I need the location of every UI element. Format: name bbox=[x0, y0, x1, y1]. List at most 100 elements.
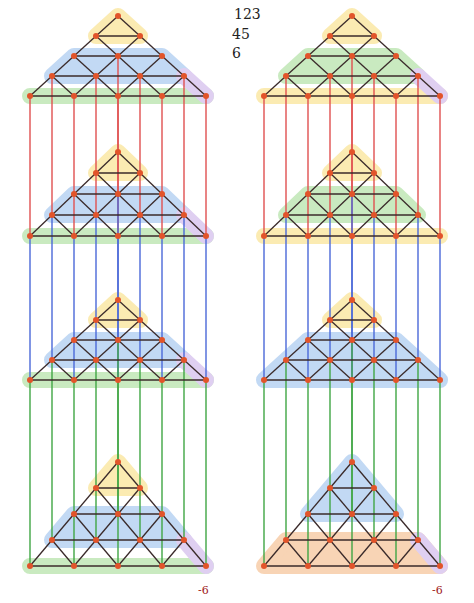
grid-line bbox=[264, 540, 286, 566]
lattice-dot bbox=[137, 33, 143, 39]
vertical-link bbox=[117, 194, 118, 340]
grid-line bbox=[264, 360, 286, 380]
grid-line bbox=[118, 56, 140, 76]
grid-line bbox=[352, 300, 374, 320]
grid-line bbox=[74, 360, 96, 380]
grid-line bbox=[308, 360, 330, 380]
grid-line bbox=[352, 513, 396, 514]
lattice-dot bbox=[71, 337, 77, 343]
lattice-dot bbox=[261, 233, 267, 239]
grid-line bbox=[374, 539, 418, 540]
grid-line bbox=[96, 56, 118, 76]
grid-line bbox=[52, 514, 74, 540]
grid-line bbox=[286, 215, 308, 236]
vertical-link bbox=[373, 360, 374, 540]
lattice-dot bbox=[27, 93, 33, 99]
grid-line bbox=[264, 215, 286, 236]
grid-line bbox=[374, 214, 418, 215]
lattice-dot bbox=[393, 233, 399, 239]
lattice-dot bbox=[93, 33, 99, 39]
grid-line bbox=[118, 194, 140, 215]
lattice-dot bbox=[393, 53, 399, 59]
grid-line bbox=[352, 320, 374, 340]
lattice-dot bbox=[93, 212, 99, 218]
vertical-link bbox=[351, 194, 352, 340]
grid-line bbox=[96, 360, 118, 380]
lattice-dot bbox=[159, 93, 165, 99]
grid-line bbox=[308, 340, 330, 360]
grid-line bbox=[286, 540, 308, 566]
lattice-dot bbox=[349, 511, 355, 517]
lattice-dot bbox=[137, 537, 143, 543]
grid-line bbox=[118, 76, 140, 96]
grid-line bbox=[330, 360, 352, 380]
lattice-dot bbox=[371, 485, 377, 491]
grid-line bbox=[52, 539, 96, 540]
grid-line bbox=[118, 514, 140, 540]
grid-line bbox=[396, 215, 418, 236]
lattice-dot bbox=[283, 212, 289, 218]
vertical-link bbox=[307, 236, 308, 380]
grid-line bbox=[140, 514, 162, 540]
grid-line bbox=[308, 36, 330, 56]
vertical-link bbox=[285, 76, 286, 215]
lattice-dot bbox=[437, 233, 443, 239]
lattice-dot bbox=[349, 563, 355, 569]
grid-line bbox=[330, 56, 352, 76]
grid-line bbox=[330, 152, 352, 173]
lattice-dot bbox=[415, 357, 421, 363]
highlight-region bbox=[184, 360, 206, 380]
handwritten-note: 45 bbox=[230, 26, 252, 42]
grid-line bbox=[162, 76, 184, 96]
grid-line bbox=[96, 359, 140, 360]
grid-line bbox=[162, 514, 184, 540]
highlight-region bbox=[418, 76, 440, 96]
grid-line bbox=[330, 514, 352, 540]
lattice-dot bbox=[137, 212, 143, 218]
grid-line bbox=[396, 514, 418, 540]
grid-line bbox=[118, 565, 162, 566]
grid-line bbox=[52, 360, 74, 380]
grid-line bbox=[96, 214, 140, 215]
grid-line bbox=[118, 379, 162, 380]
vertical-link bbox=[329, 215, 330, 360]
grid-line bbox=[396, 56, 418, 76]
lattice-dot bbox=[115, 149, 121, 155]
lattice-dot bbox=[115, 511, 121, 517]
grid-line bbox=[308, 540, 330, 566]
grid-line bbox=[162, 215, 184, 236]
vertical-link bbox=[285, 215, 286, 360]
vertical-links bbox=[30, 56, 440, 566]
grid-line bbox=[74, 215, 96, 236]
lattice-dot bbox=[349, 13, 355, 19]
lattice-dot bbox=[371, 357, 377, 363]
grid-line bbox=[308, 95, 352, 96]
grid-line bbox=[140, 320, 162, 340]
grid-line bbox=[352, 235, 396, 236]
grid-line bbox=[330, 194, 352, 215]
lattice-dot bbox=[115, 337, 121, 343]
grid-line bbox=[352, 173, 374, 194]
lattice-dot bbox=[393, 93, 399, 99]
grid-line bbox=[96, 514, 118, 540]
grid-line bbox=[30, 379, 74, 380]
lattice-dot bbox=[437, 563, 443, 569]
grid-line bbox=[52, 540, 74, 566]
grid-line bbox=[30, 76, 52, 96]
lattice-dot bbox=[349, 93, 355, 99]
grid-line bbox=[140, 76, 162, 96]
lattice-dot bbox=[137, 73, 143, 79]
grid-line bbox=[74, 340, 96, 360]
lattice-dot bbox=[349, 459, 355, 465]
grid-line bbox=[118, 340, 140, 360]
lattice-dot bbox=[327, 357, 333, 363]
grid-line bbox=[374, 514, 396, 540]
lattice-dot bbox=[349, 149, 355, 155]
lattice-dot bbox=[305, 53, 311, 59]
grid-line bbox=[352, 340, 374, 360]
vertical-link bbox=[29, 236, 30, 380]
grid-line bbox=[96, 319, 140, 320]
grid-line bbox=[330, 36, 352, 56]
vertical-link bbox=[263, 96, 264, 236]
grid-line bbox=[352, 462, 374, 488]
